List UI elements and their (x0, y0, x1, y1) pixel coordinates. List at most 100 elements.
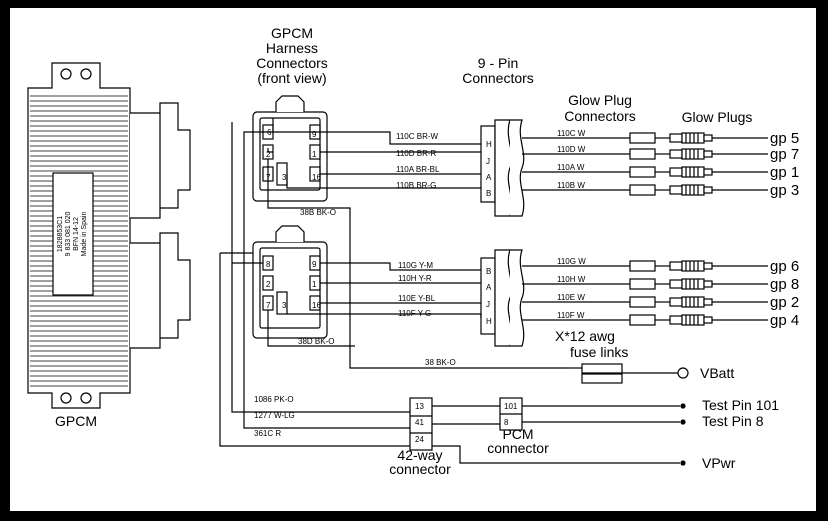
nine-pin-title-line: Connectors (462, 70, 534, 86)
upper-plug-wire-label: 110D W (557, 145, 586, 154)
fuse-links (568, 363, 689, 384)
upper-harness-wire-label: 110B BR-G (396, 181, 436, 190)
nine-pin-title-line: 9 - Pin (478, 55, 518, 71)
upper-plug-wire-label: 110C W (557, 129, 586, 138)
upper-glow-plug-name: gp 3 (770, 182, 799, 199)
glow-plug-connectors-title-line: Connectors (564, 108, 636, 124)
forty-two-way-pin: 24 (415, 435, 424, 444)
lower-harness-wire-label: 110F Y-G (398, 309, 431, 318)
fuse-wire-label: 38 BK-O (425, 358, 456, 367)
fuse-label-line: X*12 awg (555, 328, 615, 344)
vbatt-terminal-label: VBatt (700, 365, 734, 381)
upper-nine-pin-letter: A (486, 173, 492, 182)
glow-plugs-title: Glow Plugs (682, 109, 753, 125)
forty-two-way-pin: 13 (415, 402, 424, 411)
lower-nine-pin-letter: J (486, 300, 490, 309)
lower-glow-plug-name: gp 6 (770, 258, 799, 275)
glow-plug-connectors-title-line: Glow Plug (568, 92, 632, 108)
upper-harness-wire-label: 110A BR-BL (396, 165, 440, 174)
upper-nine-pin-letter: B (486, 189, 491, 198)
pcm-pin: 101 (504, 402, 518, 411)
upper-plug-wire-label: 110B W (557, 181, 585, 190)
lower-glow-plug-name: gp 2 (770, 294, 799, 311)
module-label-line: Made in Spain (81, 212, 88, 257)
upper-pin-number: 2 (266, 150, 271, 159)
upper-glow-plug-name: gp 5 (770, 130, 799, 147)
upper-pin-number: 7 (266, 173, 271, 182)
upper-glow-plug-name: gp 7 (770, 146, 799, 163)
vpwr-terminal-label: VPwr (702, 455, 736, 471)
upper-pin-number: 6 (267, 128, 272, 137)
lower-plug-wire-label: 110F W (557, 311, 585, 320)
glow-plug (655, 166, 768, 178)
gpcm-harness-title-line: Connectors (256, 55, 328, 71)
forty-two-way-label-line: 42-way (397, 447, 442, 463)
upper-wires (243, 118, 630, 429)
glow-plug (655, 148, 768, 160)
module-label-line: 9 833 081 020 (65, 212, 72, 257)
glow-plug (655, 278, 768, 290)
pcm-connector (432, 397, 680, 431)
lower-pin-number: 7 (266, 301, 271, 310)
glow-plug (655, 260, 768, 272)
lower-pin-number: 2 (266, 280, 271, 289)
lower-harness-wire-label: 110G Y-M (398, 261, 433, 270)
lower-plug-wire-label: 110G W (557, 257, 586, 266)
lower-ground-label: 38D BK-O (298, 337, 334, 346)
bottom-wire-label: 1277 W-LG (254, 411, 295, 420)
upper-nine-pin-letter: H (486, 140, 492, 149)
lower-glow-plug-name: gp 4 (770, 312, 799, 329)
glow-plugs (655, 132, 768, 326)
upper-pin-number: 16 (312, 173, 321, 182)
glow-plug-connectors (629, 132, 656, 326)
lower-nine-pin-letter: H (486, 317, 492, 326)
lower-pin-number: 1 (312, 280, 317, 289)
lower-harness-wire-label: 110H Y-R (398, 274, 432, 283)
test-pin-101-label: Test Pin 101 (702, 397, 779, 413)
upper-pin-number: 1 (312, 150, 317, 159)
upper-harness-wire-label: 110C BR-W (396, 132, 439, 141)
lower-wires (219, 122, 630, 447)
bottom-wire-label: 1086 PK-O (254, 395, 294, 404)
forty-two-way-connector (409, 397, 680, 464)
upper-glow-plug-name: gp 1 (770, 164, 799, 181)
glow-plug (655, 314, 768, 326)
upper-harness-connector (252, 95, 328, 202)
forty-two-way-label-line: connector (389, 461, 451, 477)
glow-plug (655, 132, 768, 144)
upper-nine-pin-letter: J (486, 157, 490, 166)
lower-pin-number: 9 (312, 260, 317, 269)
gpcm-module (27, 62, 191, 409)
forty-two-way-pin: 41 (415, 418, 424, 427)
upper-plug-wire-label: 110A W (557, 163, 585, 172)
upper-ground-label: 38B BK-O (300, 208, 336, 217)
lower-pin-number: 16 (312, 301, 321, 310)
lower-nine-pin-connector (480, 249, 525, 347)
module-label-line: BFN 14-12 (73, 217, 80, 251)
upper-harness-wire-label: 110D BR-R (396, 149, 437, 158)
upper-pin-number: 9 (312, 130, 317, 139)
module-label-line: 1828853C1 (57, 216, 64, 252)
fuse-label-line: fuse links (570, 344, 628, 360)
gpcm-harness-title-line: (front view) (257, 70, 326, 86)
upper-pin-number: 3 (282, 173, 287, 182)
upper-nine-pin-connector (480, 119, 525, 217)
lower-pin-number: 8 (266, 260, 271, 269)
lower-pin-number: 3 (282, 301, 287, 310)
lower-nine-pin-letter: B (486, 267, 491, 276)
gpcm-harness-title-line: Harness (266, 40, 318, 56)
lower-plug-wire-label: 110H W (557, 275, 586, 284)
lower-nine-pin-letter: A (486, 283, 492, 292)
lower-harness-wire-label: 110E Y-BL (398, 294, 436, 303)
lower-plug-wire-label: 110E W (557, 293, 585, 302)
glow-plug (655, 184, 768, 196)
gpcm-harness-title-line: GPCM (271, 25, 313, 41)
pcm-label-line: connector (487, 440, 549, 456)
glow-plug (655, 296, 768, 308)
gpcm-title: GPCM (55, 413, 97, 429)
bottom-wire-label: 361C R (254, 429, 281, 438)
lower-glow-plug-name: gp 8 (770, 276, 799, 293)
